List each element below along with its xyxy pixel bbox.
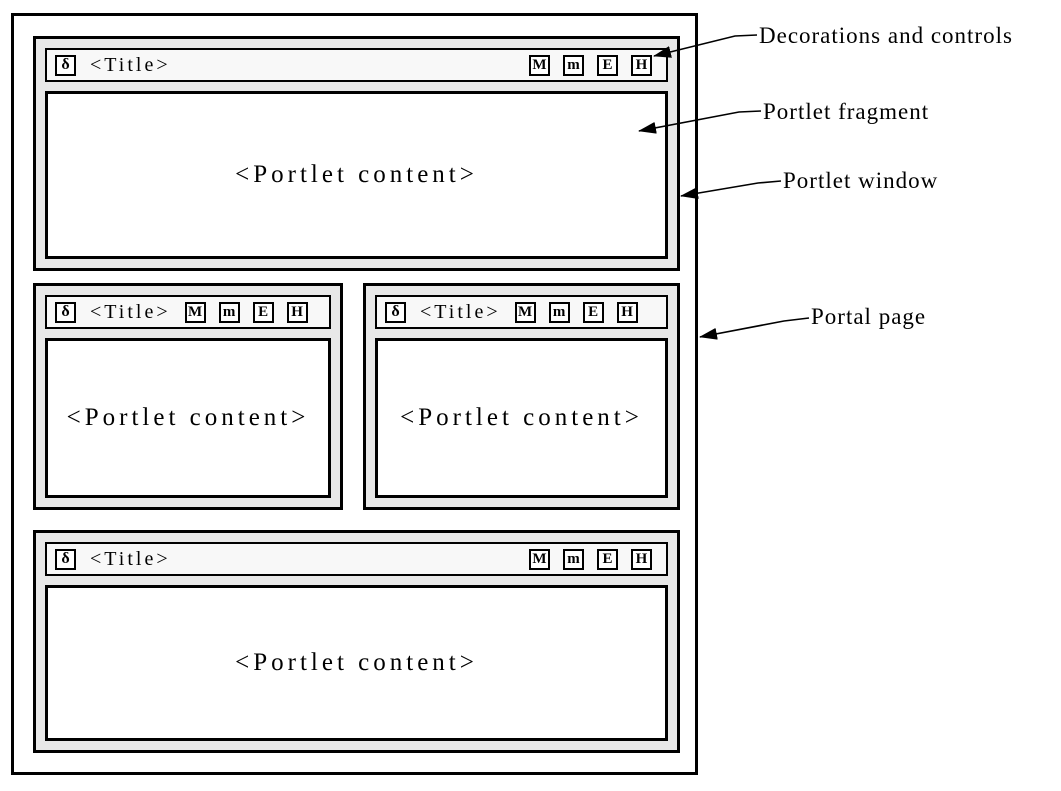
maximize-button[interactable]: M xyxy=(184,301,206,323)
annotation-decorations-and-controls: Decorations and controls xyxy=(759,23,1013,48)
portlet-content-text: <Portlet content> xyxy=(235,649,478,676)
portlet-title: <Title> xyxy=(90,300,171,323)
portlet-decoration-icon: δ xyxy=(55,548,76,570)
portlet-decoration-icon: δ xyxy=(385,301,406,323)
edit-button[interactable]: E xyxy=(582,301,604,323)
portlet-titlebar: δ <Title> M m E H xyxy=(45,48,668,82)
edit-button[interactable]: E xyxy=(252,301,274,323)
annotation-portlet-fragment: Portlet fragment xyxy=(763,99,930,124)
portlet-titlebar: δ <Title> M m E H xyxy=(45,295,331,329)
portlet-title: <Title> xyxy=(90,53,171,76)
portlet-controls: M m E H xyxy=(184,301,308,323)
maximize-button[interactable]: M xyxy=(514,301,536,323)
arrow-portal-page xyxy=(699,317,810,340)
portlet-content-text: <Portlet content> xyxy=(235,161,478,188)
help-button[interactable]: H xyxy=(631,548,652,570)
portlet-content-text: <Portlet content> xyxy=(400,404,643,431)
help-button[interactable]: H xyxy=(616,301,638,323)
portlet-window-top: δ <Title> M m E H <Portlet content> xyxy=(33,36,680,271)
portlet-controls: M m E H xyxy=(529,54,652,76)
portlet-controls: M m E H xyxy=(529,548,652,570)
portlet-titlebar: δ <Title> M m E H xyxy=(375,295,668,329)
portlet-title: <Title> xyxy=(420,300,501,323)
help-button[interactable]: H xyxy=(286,301,308,323)
minimize-button[interactable]: m xyxy=(563,548,584,570)
maximize-button[interactable]: M xyxy=(529,548,550,570)
edit-button[interactable]: E xyxy=(597,548,618,570)
portlet-window-middle-left: δ <Title> M m E H <Portlet content> xyxy=(33,283,343,510)
annotation-portal-page: Portal page xyxy=(811,304,927,329)
portlet-controls: M m E H xyxy=(514,301,638,323)
portlet-window-bottom: δ <Title> M m E H <Portlet content> xyxy=(33,530,680,753)
portlet-fragment: <Portlet content> xyxy=(375,338,668,498)
portlet-fragment: <Portlet content> xyxy=(45,91,668,259)
minimize-button[interactable]: m xyxy=(548,301,570,323)
portlet-window-middle-right: δ <Title> M m E H <Portlet content> xyxy=(363,283,680,510)
edit-button[interactable]: E xyxy=(597,54,618,76)
portlet-fragment: <Portlet content> xyxy=(45,585,668,741)
portlet-title: <Title> xyxy=(90,547,171,570)
portlet-content-text: <Portlet content> xyxy=(66,404,310,431)
maximize-button[interactable]: M xyxy=(529,54,550,76)
minimize-button[interactable]: m xyxy=(563,54,584,76)
portlet-fragment: <Portlet content> xyxy=(45,338,331,498)
help-button[interactable]: H xyxy=(631,54,652,76)
portlet-decoration-icon: δ xyxy=(55,54,76,76)
minimize-button[interactable]: m xyxy=(218,301,240,323)
portlet-decoration-icon: δ xyxy=(55,301,76,323)
annotation-portlet-window: Portlet window xyxy=(783,168,939,193)
portlet-titlebar: δ <Title> M m E H xyxy=(45,542,668,576)
